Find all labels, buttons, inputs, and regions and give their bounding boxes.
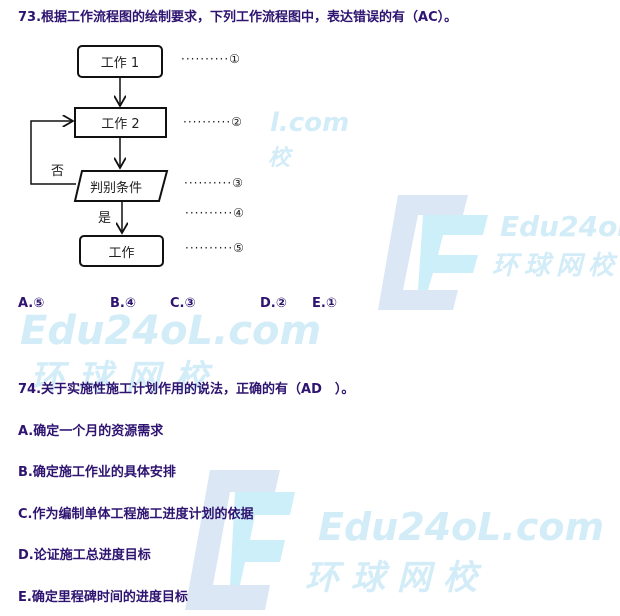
flowchart-box-work2: 工作 2 <box>74 107 167 138</box>
watermark-text-cn: 环球网校 <box>305 558 489 598</box>
watermark-text: Edu24oL.com <box>20 308 322 354</box>
marker-4: ··········④ <box>185 206 245 220</box>
flowchart-box-work: 工作 <box>79 235 164 267</box>
q74-option-b: B.确定施工作业的具体安排 <box>18 465 176 480</box>
q74-option-c: C.作为编制单体工程施工进度计划的依据 <box>18 507 254 522</box>
watermark-partial: l.com <box>270 108 350 138</box>
watermark-logo-icon <box>378 195 488 310</box>
q73-option-a: A.⑤ <box>18 296 45 311</box>
q73-option-e: E.① <box>312 296 337 311</box>
watermark-logo-icon <box>185 470 295 610</box>
q73-option-d: D.② <box>260 296 287 311</box>
watermark-partial-cn: 校 <box>268 146 291 171</box>
marker-1: ··········① <box>181 52 241 66</box>
marker-5: ··········⑤ <box>185 241 245 255</box>
q74-option-e: E.确定里程碑时间的进度目标 <box>18 590 188 605</box>
watermark-text-cn: 环球网校 <box>30 358 222 398</box>
flowchart-no-label: 否 <box>51 164 65 179</box>
flowchart-connectors <box>30 77 169 300</box>
watermark-text-cn: 环球网校 <box>492 251 620 281</box>
flowchart-box-work1: 工作 1 <box>77 45 163 78</box>
flowchart-yes-label: 是 <box>98 211 112 226</box>
marker-2: ··········② <box>183 115 243 129</box>
marker-3: ··········③ <box>184 176 244 190</box>
watermark-text: Edu24oL.com <box>500 210 620 243</box>
q73-option-b: B.④ <box>110 296 136 311</box>
watermark-text: Edu24oL.com <box>318 505 605 549</box>
flowchart-decision: 判别条件 <box>90 181 143 196</box>
question-74-title: 74.关于实施性施工计划作用的说法，正确的有（AD ）。 <box>18 382 355 397</box>
q73-option-c: C.③ <box>170 296 196 311</box>
q74-option-d: D.论证施工总进度目标 <box>18 548 151 563</box>
q74-option-a: A.确定一个月的资源需求 <box>18 424 164 439</box>
question-73-title: 73.根据工作流程图的绘制要求，下列工作流程图中，表达错误的有（AC）。 <box>18 10 458 25</box>
